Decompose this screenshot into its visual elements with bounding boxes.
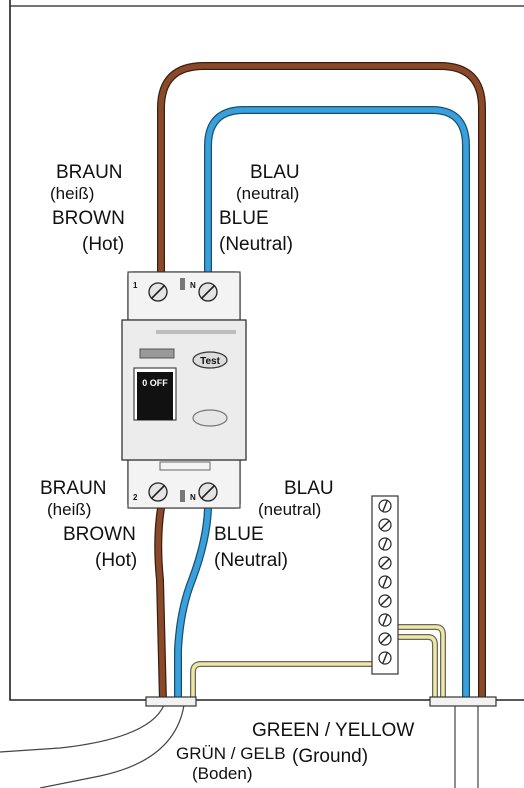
bottom-right-en-role: (Neutral) xyxy=(214,550,288,571)
rcd-breaker xyxy=(121,271,247,509)
ground-en-role: (Ground) xyxy=(292,746,369,767)
terminal-label-2: 2 xyxy=(133,493,138,502)
ground-de-label: GRÜN / GELB xyxy=(176,744,286,763)
top-right-de-color: BLAU xyxy=(250,162,300,183)
terminal-label-1: 1 xyxy=(133,281,138,290)
enclosure-outline xyxy=(9,0,524,701)
bottom-left-en-color: BROWN xyxy=(63,524,136,545)
test-label: Test xyxy=(200,356,220,367)
ground-terminal-screw xyxy=(378,651,392,665)
terminal-label-n-bottom: N xyxy=(190,493,196,502)
ground-terminal-screw xyxy=(378,537,392,551)
top-left-en-role: (Hot) xyxy=(82,234,125,255)
outgoing-cables xyxy=(0,704,479,788)
switch-label: 0 OFF xyxy=(142,378,168,388)
terminal-screw-top-1 xyxy=(148,282,168,302)
terminal-screw-bottom-n xyxy=(198,482,218,502)
ground-terminal-screw xyxy=(378,518,392,532)
terminal-screw-top-n xyxy=(198,282,218,302)
top-right-en-color: BLUE xyxy=(219,208,269,229)
ground-terminal-bar xyxy=(371,495,399,675)
indicator-window xyxy=(139,348,175,359)
blue-wire-loop xyxy=(204,106,470,704)
top-left-de-color: BRAUN xyxy=(56,162,123,183)
ground-terminal-screw xyxy=(378,594,392,608)
terminal-screw-bottom-2 xyxy=(148,482,168,502)
switch-lever xyxy=(137,372,173,420)
top-left-en-color: BROWN xyxy=(52,208,125,229)
bottom-right-de-role: (neutral) xyxy=(258,500,322,519)
brown-wire-loop xyxy=(157,62,486,704)
top-right-en-role: (Neutral) xyxy=(219,234,293,255)
ground-de-role: (Boden) xyxy=(192,764,253,783)
ground-terminal-screw xyxy=(378,613,392,627)
bottom-left-de-color: BRAUN xyxy=(40,478,107,499)
bottom-left-de-role: (heiß) xyxy=(47,500,92,519)
ground-terminal-screw xyxy=(378,556,392,570)
ground-en-label: GREEN / YELLOW xyxy=(252,720,415,741)
status-oval xyxy=(192,409,228,427)
ground-terminal-screw xyxy=(378,575,392,589)
cable-gland-left xyxy=(145,696,197,707)
top-left-de-role: (heiß) xyxy=(50,184,95,203)
brown-wire-bottom xyxy=(154,507,167,703)
bottom-right-de-color: BLAU xyxy=(284,478,334,499)
ground-wires xyxy=(190,624,446,702)
terminal-label-n-top: N xyxy=(190,281,196,290)
ground-terminal-screw xyxy=(378,499,392,513)
ground-terminal-screw xyxy=(378,632,392,646)
bottom-left-en-role: (Hot) xyxy=(95,550,138,571)
blue-wire-bottom xyxy=(174,507,212,702)
cable-gland-right xyxy=(429,696,497,707)
test-button xyxy=(192,351,228,369)
bottom-right-en-color: BLUE xyxy=(214,524,264,545)
top-right-de-role: (neutral) xyxy=(236,184,300,203)
